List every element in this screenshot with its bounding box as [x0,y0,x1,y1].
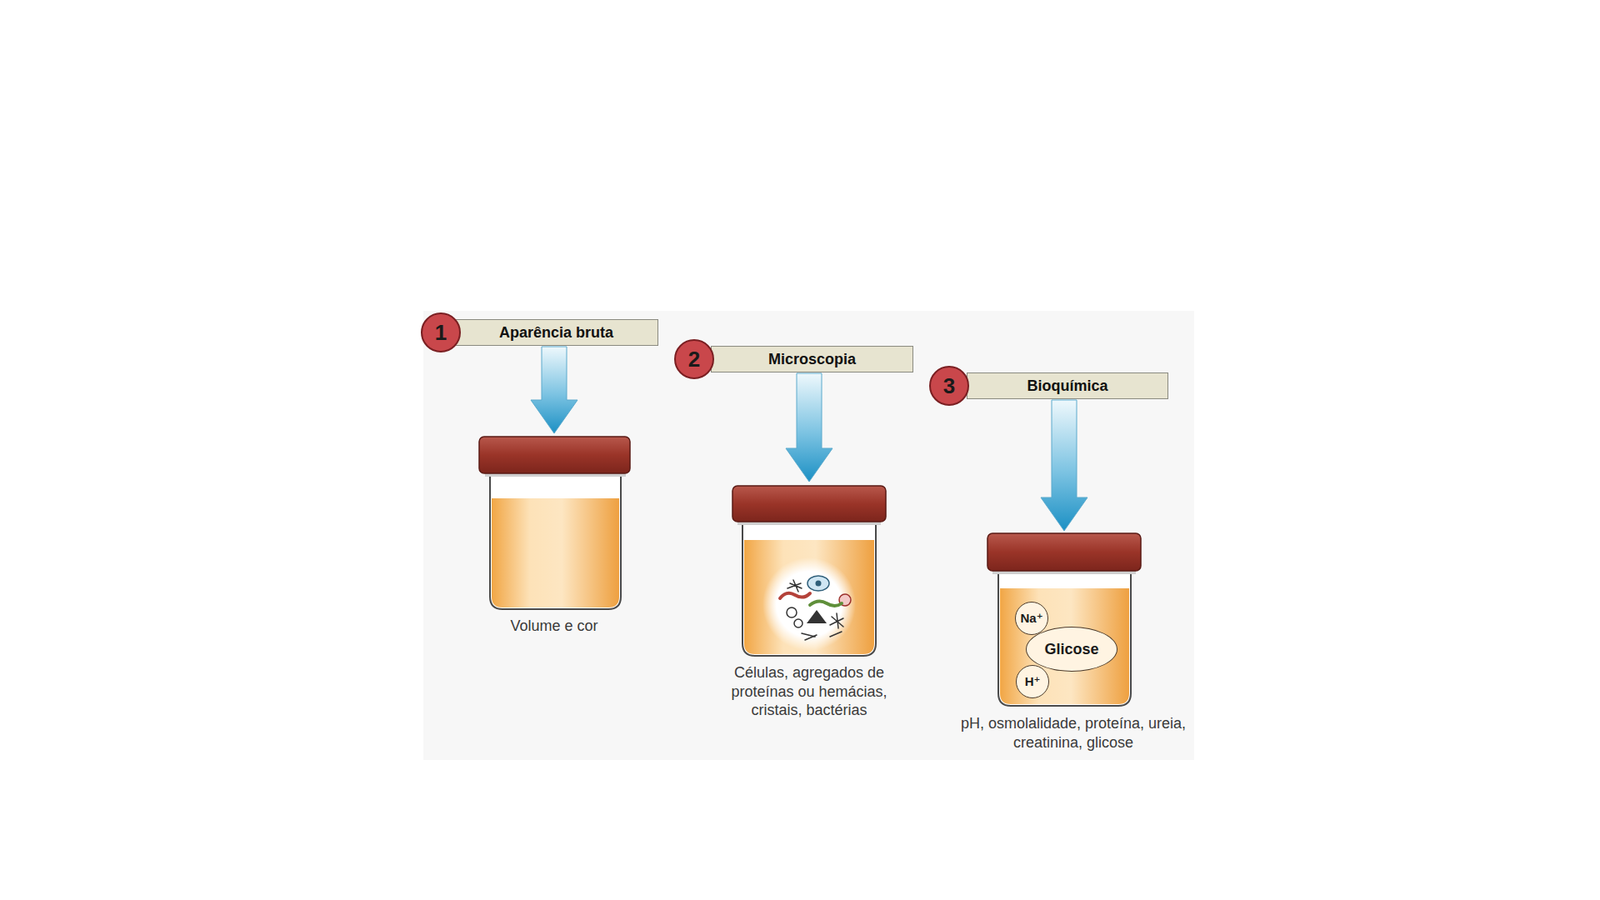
step-number-circle: 1 [420,312,461,353]
node-text: Glicose [1044,640,1099,659]
caption-text: Volume e cor [510,617,598,635]
cup-lid [987,533,1141,571]
node-text: Na⁺ [1020,610,1043,626]
down-arrow [530,346,578,434]
cup-body [490,474,621,610]
node-text: 1 [435,320,447,346]
step-number-circle: 2 [674,339,715,380]
urine-liquid [1000,588,1130,705]
crystal [787,580,802,592]
cast [810,600,842,606]
urine-liquid [491,498,620,608]
node-text: H⁺ [1025,674,1041,690]
ion-circle: H⁺ [1015,665,1050,699]
node-text: Aparência bruta [499,324,614,342]
urine-liquid [744,540,875,655]
node-text: Bioquímica [1026,377,1108,395]
ion-circle: Na⁺ [1015,601,1049,635]
cup-lid [479,436,630,474]
urine-cup [987,533,1141,706]
step-number-circle: 3 [929,365,970,406]
epithelial-cell [807,575,830,591]
microscopy-field [762,557,856,651]
step-label-box: Aparência bruta [454,319,659,346]
node-text: Microscopia [768,350,856,369]
down-arrow [1040,400,1088,531]
cast [780,593,810,599]
glucose-ellipse: Glicose [1025,626,1118,672]
caption-text: pH, osmolalidade, proteína, ureia, creat… [948,714,1199,752]
crystal [786,607,797,618]
caption-text: pH, osmolalidade, proteína, ureia, creat… [960,715,1186,751]
caption-text: Células, agregados de proteínas ou hemác… [730,664,887,719]
crystal [794,619,803,628]
step-label-box: Microscopia [710,345,914,373]
cup-body [998,571,1131,706]
bacteria [801,633,817,640]
urine-cup [479,436,630,610]
caption-text: Células, agregados de proteínas ou hemác… [725,663,893,720]
urine-cup [732,485,886,656]
sediment-particles [780,575,851,640]
cup-lid [732,485,886,522]
background-panel [423,310,1195,760]
down-arrow [785,373,833,482]
step-label-box: Bioquímica [966,372,1169,400]
crystal [806,610,827,624]
cup-body [742,522,876,656]
bacteria [830,613,844,637]
node-text: 3 [943,373,955,400]
caption-text: Volume e cor [470,616,638,636]
cell-nucleus [815,580,822,587]
node-text: 2 [688,346,700,373]
